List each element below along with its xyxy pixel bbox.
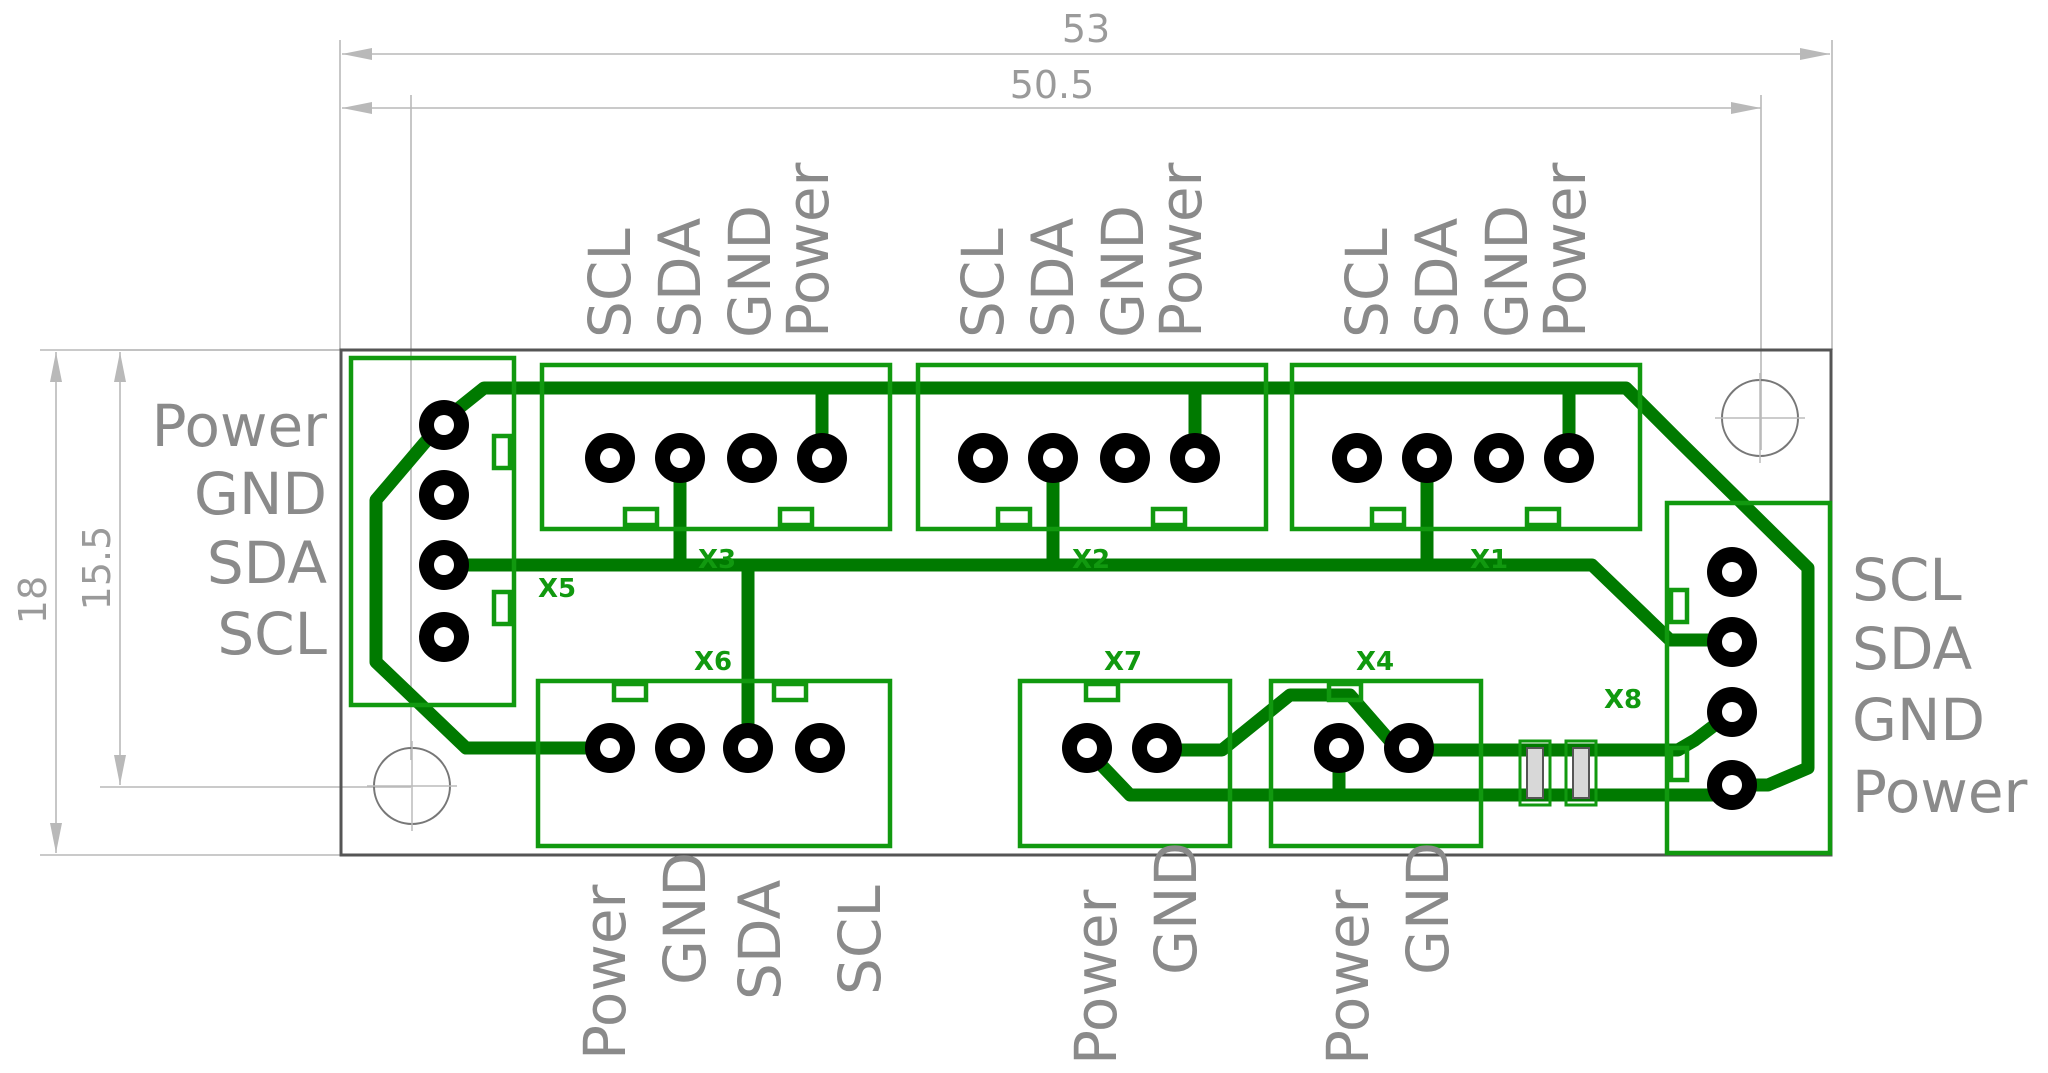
x1-pin-sda-label: SDA bbox=[1403, 218, 1471, 338]
x6-pin-sda-label: SDA bbox=[726, 880, 794, 1000]
trace-sda-bus bbox=[437, 558, 1739, 647]
pad-x1-power bbox=[1544, 433, 1594, 483]
x5-pin-power-label: Power bbox=[152, 392, 328, 460]
dimension-hole-spacing-height: 15.5 bbox=[75, 349, 411, 788]
overall-width-label: 53 bbox=[1062, 7, 1110, 51]
pad-x5-gnd bbox=[419, 470, 469, 520]
connector-x6: X6 Power GND SDA SCL bbox=[535, 647, 894, 1060]
dimension-hole-spacing-width: 50.5 bbox=[342, 63, 1762, 760]
pad-x4-power bbox=[1314, 723, 1364, 773]
pad-x6-power bbox=[585, 723, 635, 773]
pad-x3-gnd bbox=[727, 433, 777, 483]
x3-pin-power-label: Power bbox=[774, 162, 842, 338]
connector-x7: X7 Power GND bbox=[1017, 647, 1233, 1065]
x2-pin-gnd-label: GND bbox=[1089, 205, 1157, 338]
pad-x8-power bbox=[1707, 760, 1757, 810]
x4-pin-power-label: Power bbox=[1314, 889, 1382, 1065]
mounting-hole-bottom-left bbox=[367, 741, 457, 831]
connector-x2: X2 SCL SDA GND Power bbox=[915, 162, 1269, 575]
x1-pin-gnd-label: GND bbox=[1473, 205, 1541, 338]
x8-pin-gnd-label: GND bbox=[1852, 686, 1985, 754]
pad-x2-sda bbox=[1028, 433, 1078, 483]
pad-x8-gnd bbox=[1707, 687, 1757, 737]
x3-pin-gnd-label: GND bbox=[716, 205, 784, 338]
pad-x1-gnd bbox=[1474, 433, 1524, 483]
x1-pin-scl-label: SCL bbox=[1333, 228, 1401, 338]
hole-spacing-height-label: 15.5 bbox=[75, 526, 119, 611]
pad-x2-scl bbox=[958, 433, 1008, 483]
x5-pin-sda-label: SDA bbox=[207, 529, 327, 597]
x4-ref-label: X4 bbox=[1356, 647, 1394, 677]
pad-x6-sda bbox=[723, 723, 773, 773]
x7-pin-gnd-label: GND bbox=[1142, 842, 1210, 975]
hole-spacing-width-label: 50.5 bbox=[1010, 63, 1095, 107]
trace-power-right bbox=[1150, 688, 1739, 757]
pad-x1-sda bbox=[1402, 433, 1452, 483]
pad-x2-gnd bbox=[1100, 433, 1150, 483]
x4-pin-gnd-label: GND bbox=[1394, 842, 1462, 975]
pad-x4-gnd bbox=[1384, 723, 1434, 773]
connector-x1: X1 SCL SDA GND Power bbox=[1289, 162, 1643, 575]
pad-x3-power bbox=[797, 433, 847, 483]
x2-pin-power-label: Power bbox=[1147, 162, 1215, 338]
dimension-overall-width: 53 bbox=[339, 7, 1833, 350]
connector-x8: X8 SCL SDA GND Power bbox=[1604, 500, 2028, 856]
x5-pin-gnd-label: GND bbox=[194, 460, 327, 528]
pad-x2-power bbox=[1170, 433, 1220, 483]
x8-pin-power-label: Power bbox=[1852, 758, 2028, 826]
x1-pin-power-label: Power bbox=[1531, 162, 1599, 338]
pad-x8-sda bbox=[1707, 617, 1757, 667]
connector-x3: X3 SCL SDA GND Power bbox=[539, 162, 893, 575]
x7-ref-label: X7 bbox=[1104, 647, 1142, 677]
pad-x3-scl bbox=[585, 433, 635, 483]
x2-ref-label: X2 bbox=[1072, 545, 1110, 575]
x3-pin-scl-label: SCL bbox=[576, 228, 644, 338]
x8-ref-label: X8 bbox=[1604, 685, 1642, 715]
x7-pin-power-label: Power bbox=[1062, 889, 1130, 1065]
x8-pin-scl-label: SCL bbox=[1852, 546, 1962, 614]
x3-ref-label: X3 bbox=[698, 545, 736, 575]
pad-x7-power bbox=[1062, 723, 1112, 773]
x2-pin-sda-label: SDA bbox=[1019, 218, 1087, 338]
mounting-hole-top-right bbox=[1715, 373, 1805, 463]
x6-pin-scl-label: SCL bbox=[826, 885, 894, 995]
x6-pin-gnd-label: GND bbox=[651, 852, 719, 985]
smd-resistor-pair bbox=[1518, 739, 1598, 807]
pad-x5-sda bbox=[419, 540, 469, 590]
x3-pin-sda-label: SDA bbox=[646, 218, 714, 338]
pad-x6-scl bbox=[795, 723, 845, 773]
pad-x3-sda bbox=[655, 433, 705, 483]
x5-ref-label: X5 bbox=[538, 574, 576, 604]
connector-x4: X4 Power GND bbox=[1268, 647, 1484, 1065]
pad-x5-power bbox=[419, 400, 469, 450]
pad-x1-scl bbox=[1332, 433, 1382, 483]
pad-x6-gnd bbox=[655, 723, 705, 773]
connector-x5: X5 Power GND SDA SCL bbox=[152, 355, 576, 708]
x2-pin-scl-label: SCL bbox=[949, 228, 1017, 338]
pad-x7-gnd bbox=[1132, 723, 1182, 773]
x1-ref-label: X1 bbox=[1470, 545, 1508, 575]
x6-pin-power-label: Power bbox=[571, 884, 639, 1060]
trace-scl-loop bbox=[369, 413, 615, 755]
overall-height-label: 18 bbox=[11, 576, 55, 624]
x5-pin-scl-label: SCL bbox=[217, 600, 327, 668]
pad-x5-scl bbox=[419, 612, 469, 662]
pad-x8-scl bbox=[1707, 547, 1757, 597]
x8-pin-sda-label: SDA bbox=[1852, 615, 1972, 683]
x6-ref-label: X6 bbox=[694, 647, 732, 677]
